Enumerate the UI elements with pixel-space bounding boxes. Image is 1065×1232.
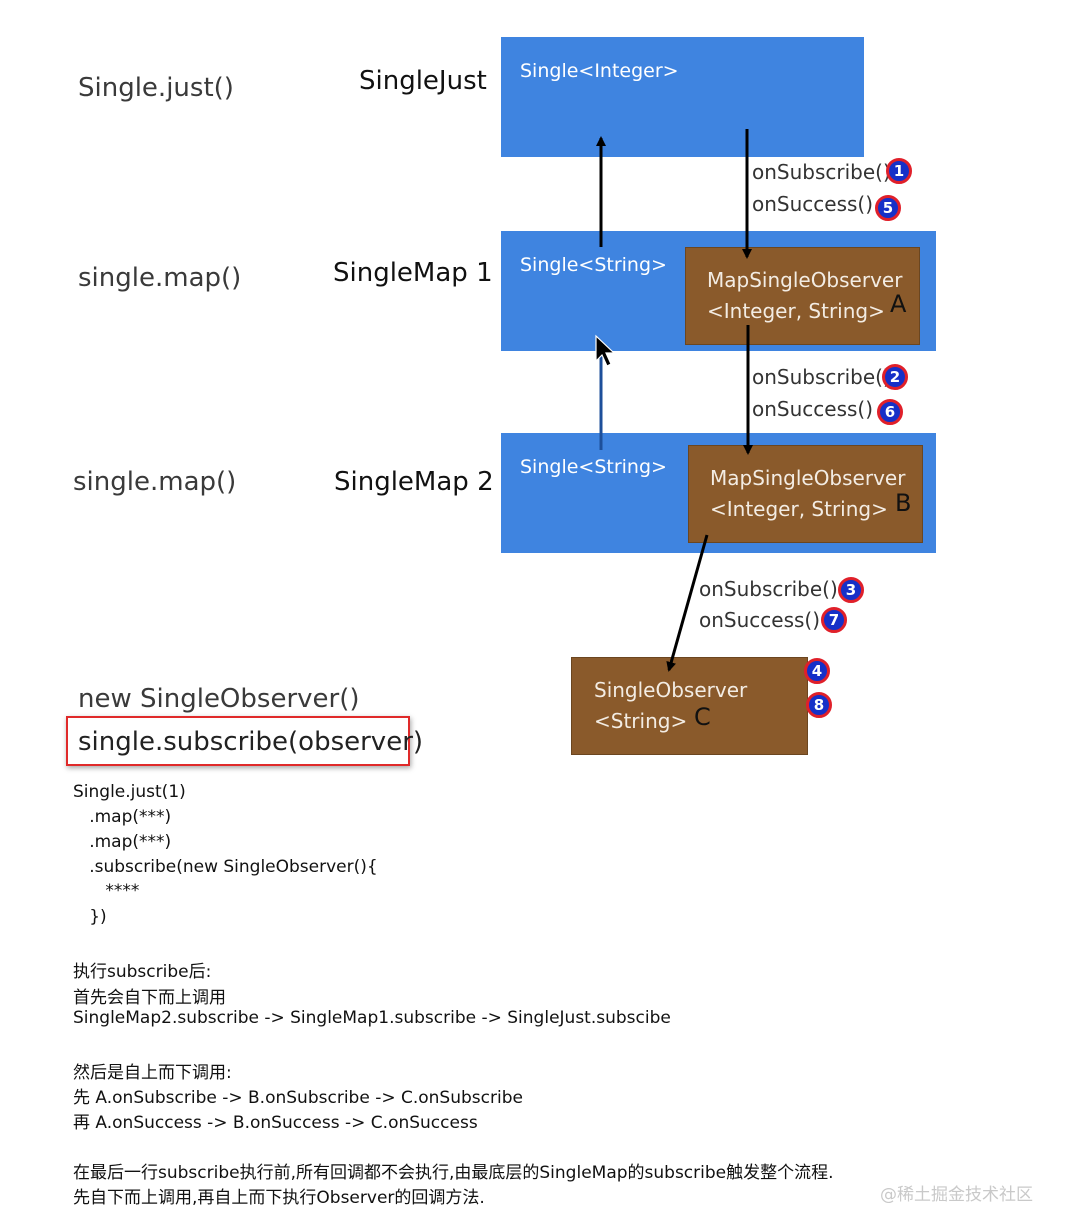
- step-badge-4: 4: [804, 658, 830, 684]
- label-single-map-2: single.map(): [73, 467, 237, 497]
- callback-on-success-3: onSuccess(): [699, 608, 821, 632]
- subscribe-highlight-box: [66, 716, 410, 766]
- code-line: Single.just(1): [73, 782, 186, 802]
- note-line: 首先会自下而上调用: [73, 988, 226, 1008]
- observer-b-box: MapSingleObserver <Integer, String> B: [688, 445, 923, 543]
- watermark: @稀土掘金技术社区: [880, 1185, 1033, 1205]
- callback-on-subscribe-1: onSubscribe(): [752, 160, 891, 184]
- label-singlejust: SingleJust: [359, 66, 487, 96]
- observer-b-name: MapSingleObserver: [710, 466, 906, 490]
- code-line: .subscribe(new SingleObserver(){: [73, 857, 378, 877]
- step-badge-6: 6: [877, 399, 903, 425]
- label-singlemap-1: SingleMap 1: [333, 258, 493, 288]
- note-line: 先自下而上调用,再自上而下执行Observer的回调方法.: [73, 1188, 485, 1208]
- note-line: 然后是自上而下调用:: [73, 1063, 232, 1083]
- code-line: .map(***): [73, 832, 172, 852]
- observer-c-letter: C: [694, 703, 711, 731]
- label-single-subscribe: single.subscribe(observer): [78, 727, 424, 757]
- label-new-single-observer: new SingleObserver(): [78, 684, 360, 714]
- observer-b-letter: B: [895, 489, 912, 517]
- label-singlemap-2: SingleMap 2: [334, 467, 494, 497]
- observer-a-name: MapSingleObserver: [707, 268, 903, 292]
- code-line: ****: [73, 881, 140, 901]
- single-map-2-box-title: Single<String>: [520, 456, 667, 478]
- observer-a-letter: A: [890, 290, 907, 318]
- label-single-just: Single.just(): [78, 73, 234, 103]
- observer-c-generics: <String>: [594, 709, 688, 733]
- single-just-box: Single<Integer>: [501, 37, 864, 157]
- note-line: 再 A.onSuccess -> B.onSuccess -> C.onSucc…: [73, 1113, 478, 1133]
- callback-on-subscribe-2: onSubscribe(): [752, 365, 891, 389]
- note-line: SingleMap2.subscribe -> SingleMap1.subsc…: [73, 1008, 671, 1028]
- code-line: .map(***): [73, 807, 172, 827]
- note-line: 执行subscribe后:: [73, 962, 212, 982]
- step-badge-1: 1: [886, 158, 912, 184]
- observer-c-name: SingleObserver: [594, 678, 748, 702]
- observer-a-generics: <Integer, String>: [707, 299, 885, 323]
- step-badge-8: 8: [806, 692, 832, 718]
- observer-b-generics: <Integer, String>: [710, 497, 888, 521]
- note-line: 在最后一行subscribe执行前,所有回调都不会执行,由最底层的SingleM…: [73, 1163, 834, 1183]
- note-line: 先 A.onSubscribe -> B.onSubscribe -> C.on…: [73, 1088, 523, 1108]
- step-badge-2: 2: [882, 364, 908, 390]
- arrow-observer-b-to-observer-c: [666, 534, 709, 672]
- label-single-map-1: single.map(): [78, 263, 242, 293]
- step-badge-5: 5: [875, 195, 901, 221]
- callback-on-subscribe-3: onSubscribe(): [699, 577, 838, 601]
- step-badge-7: 7: [821, 607, 847, 633]
- single-just-box-title: Single<Integer>: [520, 60, 679, 82]
- observer-c-box: SingleObserver <String> C: [571, 657, 808, 755]
- step-badge-3: 3: [838, 577, 864, 603]
- callback-on-success-1: onSuccess(): [752, 192, 874, 216]
- callback-on-success-2: onSuccess(): [752, 397, 874, 421]
- single-map-1-box-title: Single<String>: [520, 254, 667, 276]
- code-line: }): [73, 907, 107, 927]
- observer-a-box: MapSingleObserver <Integer, String> A: [685, 247, 920, 345]
- mouse-cursor-icon: [595, 334, 616, 367]
